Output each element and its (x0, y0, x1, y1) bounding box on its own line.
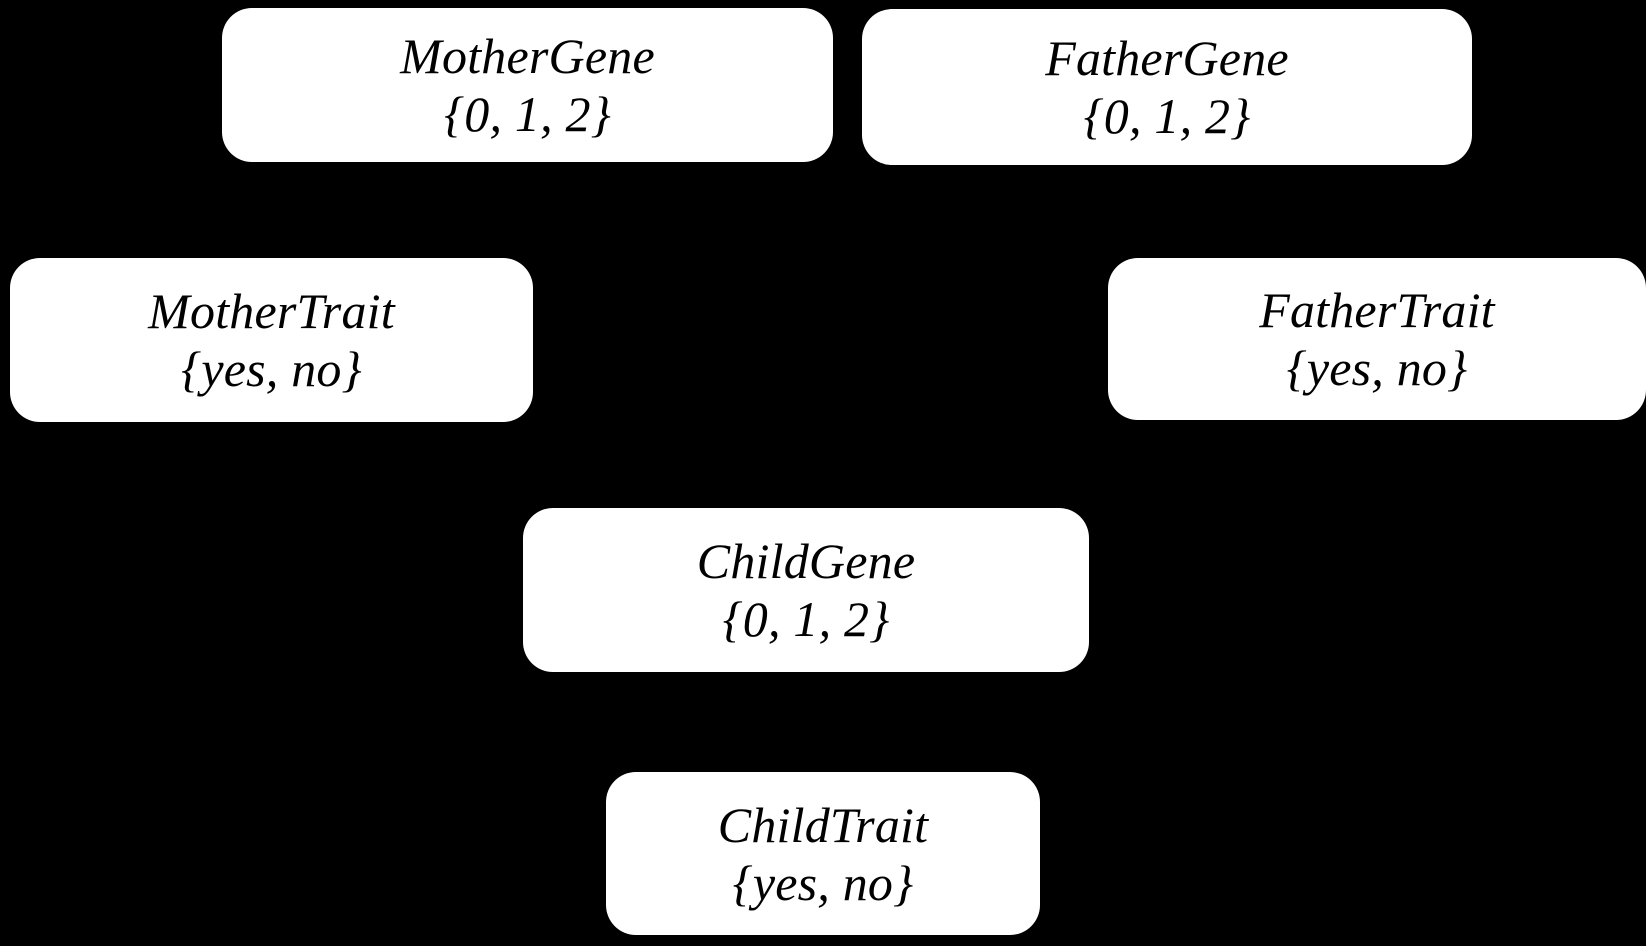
node-mother-trait[interactable]: MotherTrait {yes, no} (10, 258, 533, 422)
node-child-gene-label: ChildGene (696, 533, 916, 589)
node-father-gene-domain: {0, 1, 2} (1083, 88, 1251, 144)
node-mother-gene-domain: {0, 1, 2} (444, 86, 611, 142)
node-mother-gene-label: MotherGene (400, 28, 655, 84)
node-mother-gene[interactable]: MotherGene {0, 1, 2} (222, 8, 833, 162)
node-father-gene-label: FatherGene (1045, 30, 1289, 86)
node-father-trait-label: FatherTrait (1259, 282, 1495, 338)
node-father-trait-domain: {yes, no} (1286, 340, 1468, 396)
node-mother-trait-domain: {yes, no} (181, 341, 362, 397)
node-father-gene[interactable]: FatherGene {0, 1, 2} (862, 9, 1472, 165)
node-child-trait-domain: {yes, no} (732, 854, 914, 911)
node-child-trait[interactable]: ChildTrait {yes, no} (606, 772, 1040, 935)
node-child-trait-label: ChildTrait (717, 796, 929, 853)
node-mother-trait-label: MotherTrait (148, 283, 395, 339)
node-father-trait[interactable]: FatherTrait {yes, no} (1108, 258, 1646, 420)
node-child-gene[interactable]: ChildGene {0, 1, 2} (523, 508, 1089, 672)
node-child-gene-domain: {0, 1, 2} (722, 591, 890, 647)
